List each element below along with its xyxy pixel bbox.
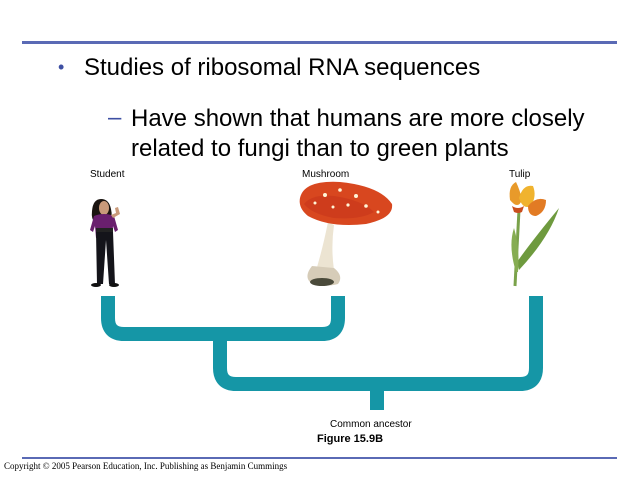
- student-image: [90, 199, 120, 287]
- bullet-text: Studies of ribosomal RNA sequences: [84, 54, 481, 81]
- sub-bullet-line-2: related to fungi than to green plants: [131, 135, 509, 162]
- student-label: Student: [90, 169, 125, 180]
- tulip-label: Tulip: [509, 169, 531, 180]
- bottom-rule: [22, 457, 617, 459]
- figure-caption: Figure 15.9B: [317, 433, 384, 445]
- dash-icon: –: [108, 104, 122, 131]
- mushroom-label: Mushroom: [302, 169, 350, 180]
- tulip-image: [509, 182, 559, 287]
- mushroom-image: [299, 181, 393, 286]
- bullet-icon: •: [58, 57, 65, 77]
- sub-bullet: Have shown that humans are more closely …: [131, 104, 621, 164]
- student-mushroom-branch: [101, 296, 345, 341]
- copyright-text: Copyright © 2005 Pearson Education, Inc.…: [4, 461, 288, 471]
- top-rule: [22, 41, 617, 44]
- common-ancestor-label: Common ancestor: [330, 419, 412, 430]
- sub-bullet-line-1: Have shown that humans are more closely: [131, 105, 585, 132]
- tree-lines: [101, 296, 543, 410]
